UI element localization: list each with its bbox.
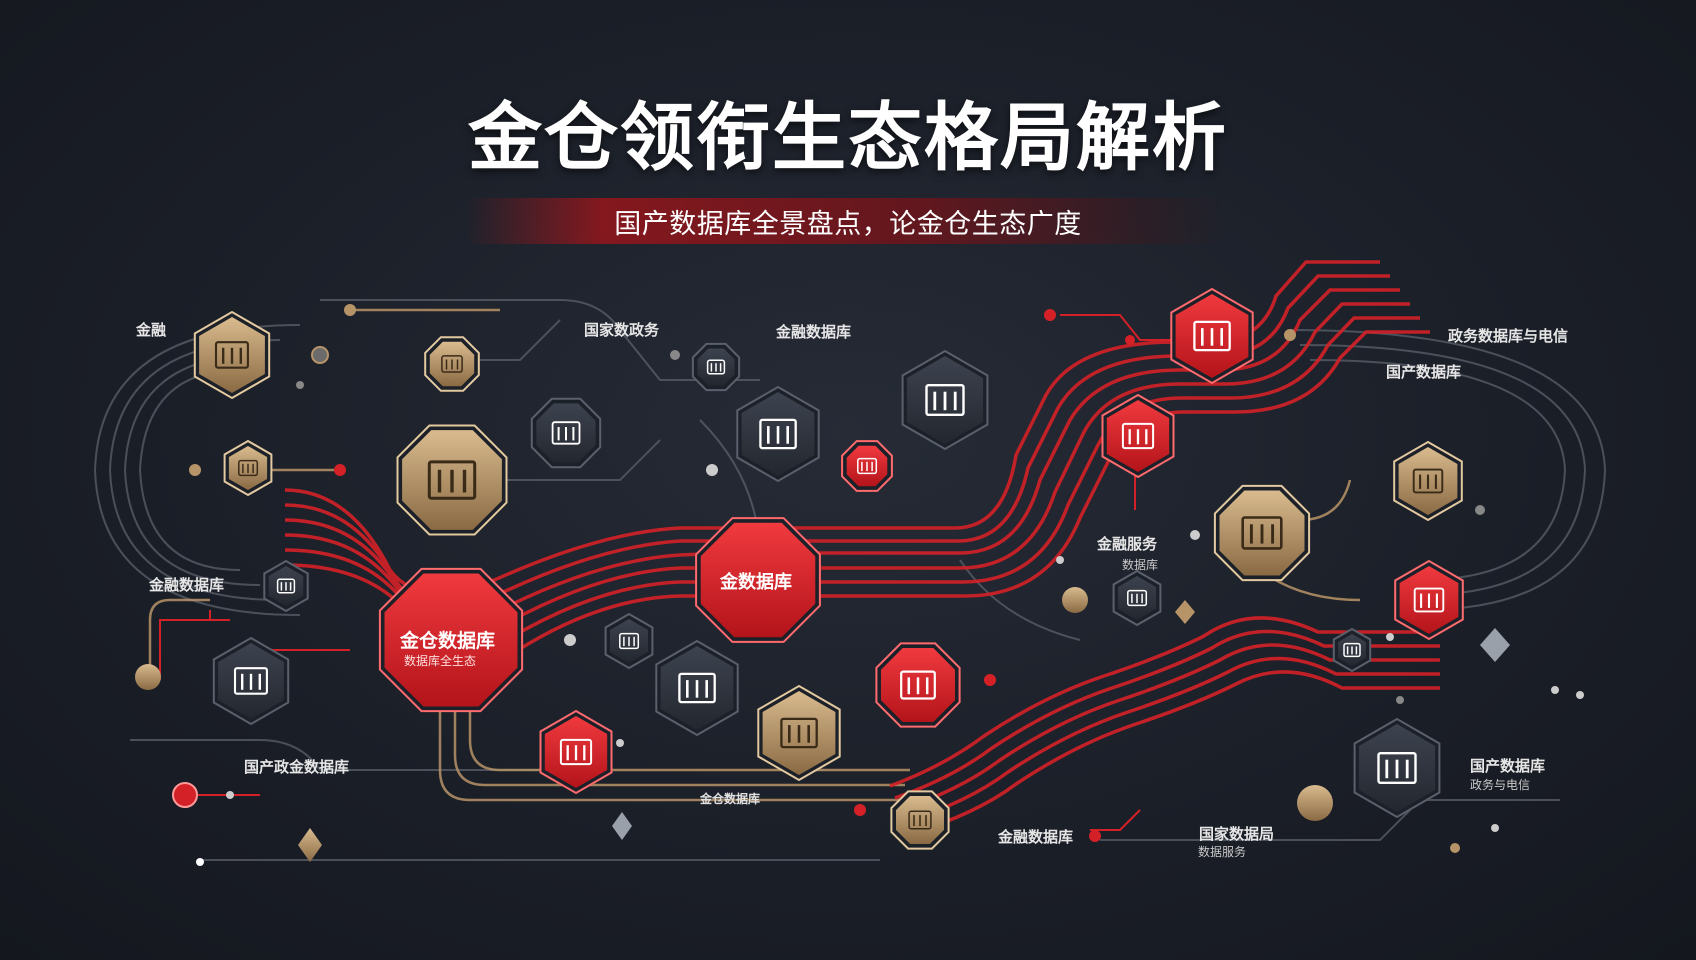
- label-finance-db: 金融数据库: [776, 323, 852, 341]
- node-dark-13: [1112, 569, 1162, 627]
- node-gold-3: [396, 424, 508, 536]
- node-dark-19: [212, 636, 290, 726]
- document-icon: [238, 459, 259, 477]
- node-red-10: [1101, 393, 1175, 479]
- server-icon: [706, 359, 726, 375]
- red-connectors: [159, 314, 1180, 831]
- database-icon: [1343, 642, 1361, 658]
- red-flow-band-lower: [889, 616, 1440, 836]
- node-dark-20: [604, 612, 654, 670]
- label-domestic-db-right: 国产数据库: [1386, 363, 1462, 381]
- node-red-16: [695, 517, 821, 643]
- subtitle-banner: [466, 198, 1226, 244]
- node-dark-26: [1353, 717, 1441, 819]
- node-dark-6: [736, 385, 820, 483]
- bank-icon: [759, 418, 797, 450]
- building-icon: [857, 457, 878, 475]
- node-red-24: [539, 709, 613, 795]
- node-gold-0: [193, 310, 271, 400]
- server-icon: [1127, 589, 1148, 607]
- node-gold-1: [424, 336, 480, 392]
- label-finance-top: 金融: [136, 321, 167, 339]
- shield-icon: [1121, 422, 1155, 450]
- node-red-8: [841, 440, 893, 492]
- page-subtitle: 国产数据库全景盘点，论金仓生态广度: [614, 209, 1082, 240]
- label-national-data-bureau-sub: 数据服务: [1198, 845, 1247, 859]
- building-icon: [1377, 752, 1417, 785]
- node-gold-11: [1393, 440, 1463, 522]
- node-gold-25: [890, 790, 950, 850]
- chip-icon: [908, 810, 932, 830]
- finance-icon: [427, 460, 477, 500]
- shield-icon: [900, 670, 936, 700]
- hub-main-label: 金仓数据库: [400, 630, 496, 652]
- node-dark-21: [655, 639, 739, 737]
- diamond-markers: [298, 600, 1510, 862]
- hub-main-sublabel: 数据库全生态: [404, 654, 477, 668]
- junction-dots: [135, 304, 1584, 866]
- node-red-17: [378, 567, 524, 713]
- label-finance-service: 金融服务: [1097, 535, 1158, 553]
- label-domestic-gov-finance: 国产政金数据库: [244, 758, 350, 776]
- government-icon: [551, 421, 581, 445]
- circuit-lines-gray: [93, 299, 1607, 861]
- node-dark-7: [901, 349, 989, 451]
- database-icon: [1193, 320, 1231, 352]
- label-domestic-db-bottom-right: 国产数据库: [1470, 757, 1546, 775]
- label-finance-db-bottom: 金融数据库: [998, 828, 1074, 846]
- label-national-data-bureau: 国家数据局: [1199, 825, 1275, 843]
- page-title: 金仓领衔生态格局解析: [468, 95, 1228, 181]
- label-gov-telecom: 政务数据库与电信: [1448, 327, 1569, 345]
- label-finance-db-left: 金融数据库: [149, 576, 225, 594]
- node-red-23: [875, 642, 961, 728]
- node-red-14: [1394, 559, 1464, 641]
- node-red-9: [1170, 287, 1254, 385]
- server-icon: [619, 632, 640, 650]
- node-dark-5: [691, 342, 741, 392]
- finance-icon: [678, 672, 716, 704]
- chip-icon: [441, 355, 463, 373]
- finance-icon: [276, 578, 296, 594]
- node-gold-12: [1213, 484, 1311, 582]
- hub-center-label: 金数据库: [720, 572, 792, 593]
- label-gov-affairs: 国家数政务: [584, 321, 660, 339]
- node-dark-18: [263, 559, 309, 613]
- users-icon: [559, 738, 593, 766]
- users-icon: [1413, 587, 1445, 613]
- node-gold-22: [757, 684, 841, 782]
- node-dark-15: [1332, 627, 1372, 673]
- chart-icon: [1412, 468, 1444, 494]
- document-icon: [925, 384, 965, 417]
- building-icon: [233, 667, 268, 695]
- node-dark-4: [530, 397, 602, 469]
- label-kingbase-small: 金仓数据库: [700, 792, 761, 806]
- document-icon: [780, 717, 818, 749]
- network-icon: [1241, 516, 1283, 550]
- label-finance-service-sub: 数据库: [1122, 558, 1159, 572]
- node-gold-2: [223, 439, 273, 497]
- bank-icon: [214, 341, 249, 369]
- label-domestic-db-bottom-right-sub: 政务与电信: [1470, 778, 1531, 792]
